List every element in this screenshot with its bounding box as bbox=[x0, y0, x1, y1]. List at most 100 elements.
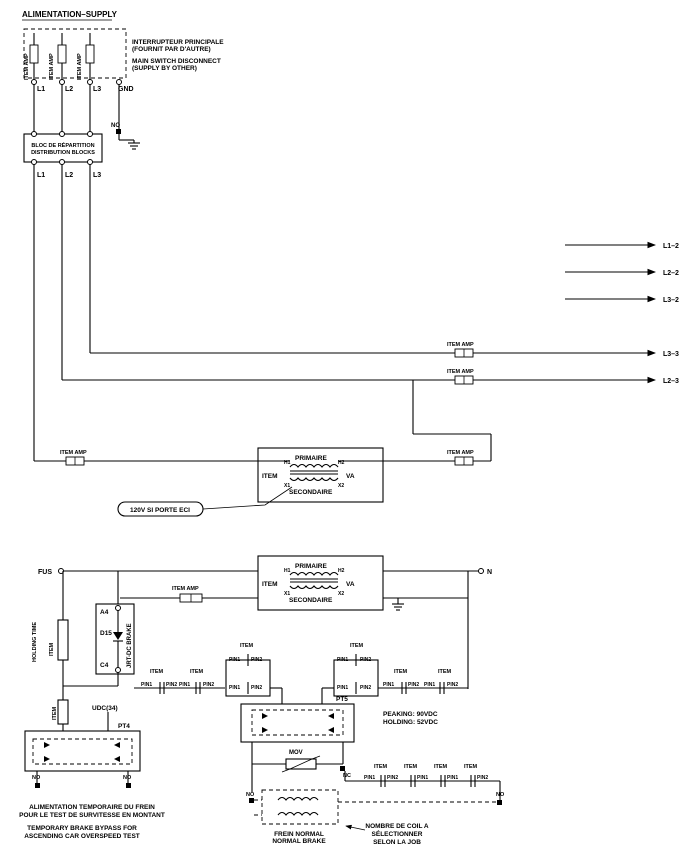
pt4-diodes-icon bbox=[44, 742, 120, 762]
par-left-item: ITEM bbox=[240, 643, 254, 649]
chain-pin1-a: PIN1 bbox=[141, 682, 152, 688]
d15-label: D15 bbox=[100, 630, 112, 637]
transformer-1 bbox=[257, 447, 384, 503]
contact-chain-left bbox=[159, 682, 201, 694]
chain-item-2: ITEM bbox=[190, 669, 204, 675]
peaking-label: PEAKING: 90VDC bbox=[383, 711, 438, 718]
chain-r-item-1: ITEM bbox=[394, 669, 408, 675]
output-l3-2: L3–2 bbox=[663, 297, 679, 304]
brake-label-fr: FREIN NORMAL bbox=[274, 831, 324, 838]
output-l2-2: L2–2 bbox=[663, 270, 679, 277]
pt4-no-right: NO bbox=[123, 775, 132, 781]
main-switch-item-amp-3: ITEM AMP bbox=[77, 53, 83, 80]
chain-pin2-b: PIN2 bbox=[203, 682, 214, 688]
pt4-bridge-inner bbox=[32, 738, 133, 765]
contact-chain-bottom bbox=[380, 775, 476, 787]
t2-va-label: VA bbox=[346, 581, 355, 588]
t2-primary-label: PRIMAIRE bbox=[295, 563, 327, 570]
t2-item-label: ITEM bbox=[262, 581, 278, 588]
output-l1-2: L1–2 bbox=[663, 243, 679, 250]
phase-l3-label: L3 bbox=[93, 86, 101, 93]
dist-l2-label: L2 bbox=[65, 172, 73, 179]
chain-item-1: ITEM bbox=[150, 669, 164, 675]
ground-icon bbox=[119, 139, 140, 150]
n-label: N bbox=[487, 569, 492, 576]
t2-x1: X1 bbox=[284, 591, 290, 597]
diode-d15-icon bbox=[113, 610, 123, 668]
a4-label: A4 bbox=[100, 609, 109, 616]
brake-coil-icon bbox=[277, 796, 319, 816]
par-right-item: ITEM bbox=[350, 643, 364, 649]
coil-note-3: SELON LA JOB bbox=[373, 839, 421, 846]
par-right-pin2-top: PIN2 bbox=[360, 657, 371, 663]
par-right-pin2-bot: PIN2 bbox=[360, 685, 371, 691]
t1-h1: H1 bbox=[284, 460, 291, 466]
t2-item-amp: ITEM AMP bbox=[172, 586, 199, 592]
chain-r-pin2-b: PIN2 bbox=[447, 682, 458, 688]
holding-label: HOLDING: 52VDC bbox=[383, 719, 438, 726]
bot-item-1: ITEM bbox=[374, 764, 388, 770]
dist-l1-label: L1 bbox=[37, 172, 45, 179]
jrt-brake-label: JRT-DC BRAKE bbox=[127, 623, 133, 668]
main-switch-item-amp-2: ITEM AMP bbox=[49, 53, 55, 80]
contact-chain-right bbox=[401, 682, 445, 694]
pt4-bridge-box bbox=[24, 730, 141, 772]
bypass-fr2: POUR LE TEST DE SURVITESSE EN MONTANT bbox=[19, 812, 165, 819]
phase-l1-label: L1 bbox=[37, 86, 45, 93]
pt4-label: PT4 bbox=[118, 723, 130, 730]
chain-r-pin1-a: PIN1 bbox=[383, 682, 394, 688]
bot-pin1-c: PIN1 bbox=[447, 775, 458, 781]
l3-3-item-amp: ITEM AMP bbox=[447, 342, 474, 348]
mov-label: MOV bbox=[289, 750, 303, 756]
jrt-dc-brake-module bbox=[95, 603, 135, 675]
bypass-en1: TEMPORARY BRAKE BYPASS FOR bbox=[27, 825, 137, 832]
coil-note-2: SÉLECTIONNER bbox=[372, 829, 423, 838]
t1-x2: X2 bbox=[338, 483, 344, 489]
note-120v: 120V SI PORTE ECI bbox=[130, 507, 190, 514]
distribution-label-en: DISTRIBUTION BLOCKS bbox=[31, 150, 95, 156]
chain-r-pin1-b: PIN1 bbox=[424, 682, 435, 688]
main-switch-label-fr: INTERRUPTEUR PRINCIPALE bbox=[132, 39, 224, 46]
bot-pin1-a: PIN1 bbox=[364, 775, 375, 781]
t1-secondary-label: SECONDAIRE bbox=[289, 489, 333, 496]
c4-label: C4 bbox=[100, 662, 109, 669]
distribution-label-fr: BLOC DE RÉPARTITION bbox=[31, 141, 94, 149]
bypass-en2: ASCENDING CAR OVERSPEED TEST bbox=[24, 833, 140, 840]
t2-x2: X2 bbox=[338, 591, 344, 597]
t1-right-item-amp: ITEM AMP bbox=[447, 450, 474, 456]
bot-item-2: ITEM bbox=[404, 764, 418, 770]
coil-no-right: NO bbox=[496, 792, 505, 798]
holding-item-label: ITEM bbox=[49, 642, 55, 656]
chain-r-pin2-a: PIN2 bbox=[408, 682, 419, 688]
brake-coil-enclosure bbox=[261, 789, 339, 825]
chain-r-item-2: ITEM bbox=[438, 669, 452, 675]
gnd-no-label: NO bbox=[111, 123, 120, 129]
par-left-pin1-top: PIN1 bbox=[229, 657, 240, 663]
t1-primary-label: PRIMAIRE bbox=[295, 455, 327, 462]
t2-secondary-label: SECONDAIRE bbox=[289, 597, 333, 604]
bot-item-4: ITEM bbox=[464, 764, 478, 770]
ground-icon-2 bbox=[392, 603, 404, 611]
pt4-no-left: NO bbox=[32, 775, 41, 781]
gnd-label: GND bbox=[118, 86, 134, 93]
holding-time-contact bbox=[57, 619, 69, 661]
output-l3-3: L3–3 bbox=[663, 351, 679, 358]
chain-pin2-a: PIN2 bbox=[166, 682, 177, 688]
l2-3-item-amp: ITEM AMP bbox=[447, 369, 474, 375]
pt5-bridge-inner bbox=[251, 709, 344, 736]
t1-x1: X1 bbox=[284, 483, 290, 489]
t1-left-item-amp: ITEM AMP bbox=[60, 450, 87, 456]
pt5-nc-label: NC bbox=[343, 773, 351, 779]
second-contact bbox=[57, 699, 69, 725]
pt5-bridge-box bbox=[240, 703, 355, 743]
t1-va-label: VA bbox=[346, 473, 355, 480]
transformer-2 bbox=[257, 555, 384, 611]
bot-pin2-a: PIN2 bbox=[387, 775, 398, 781]
udc-label: UDC(34) bbox=[92, 705, 118, 712]
t2-h1: H1 bbox=[284, 568, 291, 574]
par-left-pin2-bot: PIN2 bbox=[251, 685, 262, 691]
brake-label-en: NORMAL BRAKE bbox=[272, 838, 326, 845]
par-left-pin1-bot: PIN1 bbox=[229, 685, 240, 691]
bot-item-3: ITEM bbox=[434, 764, 448, 770]
t2-h2: H2 bbox=[338, 568, 345, 574]
